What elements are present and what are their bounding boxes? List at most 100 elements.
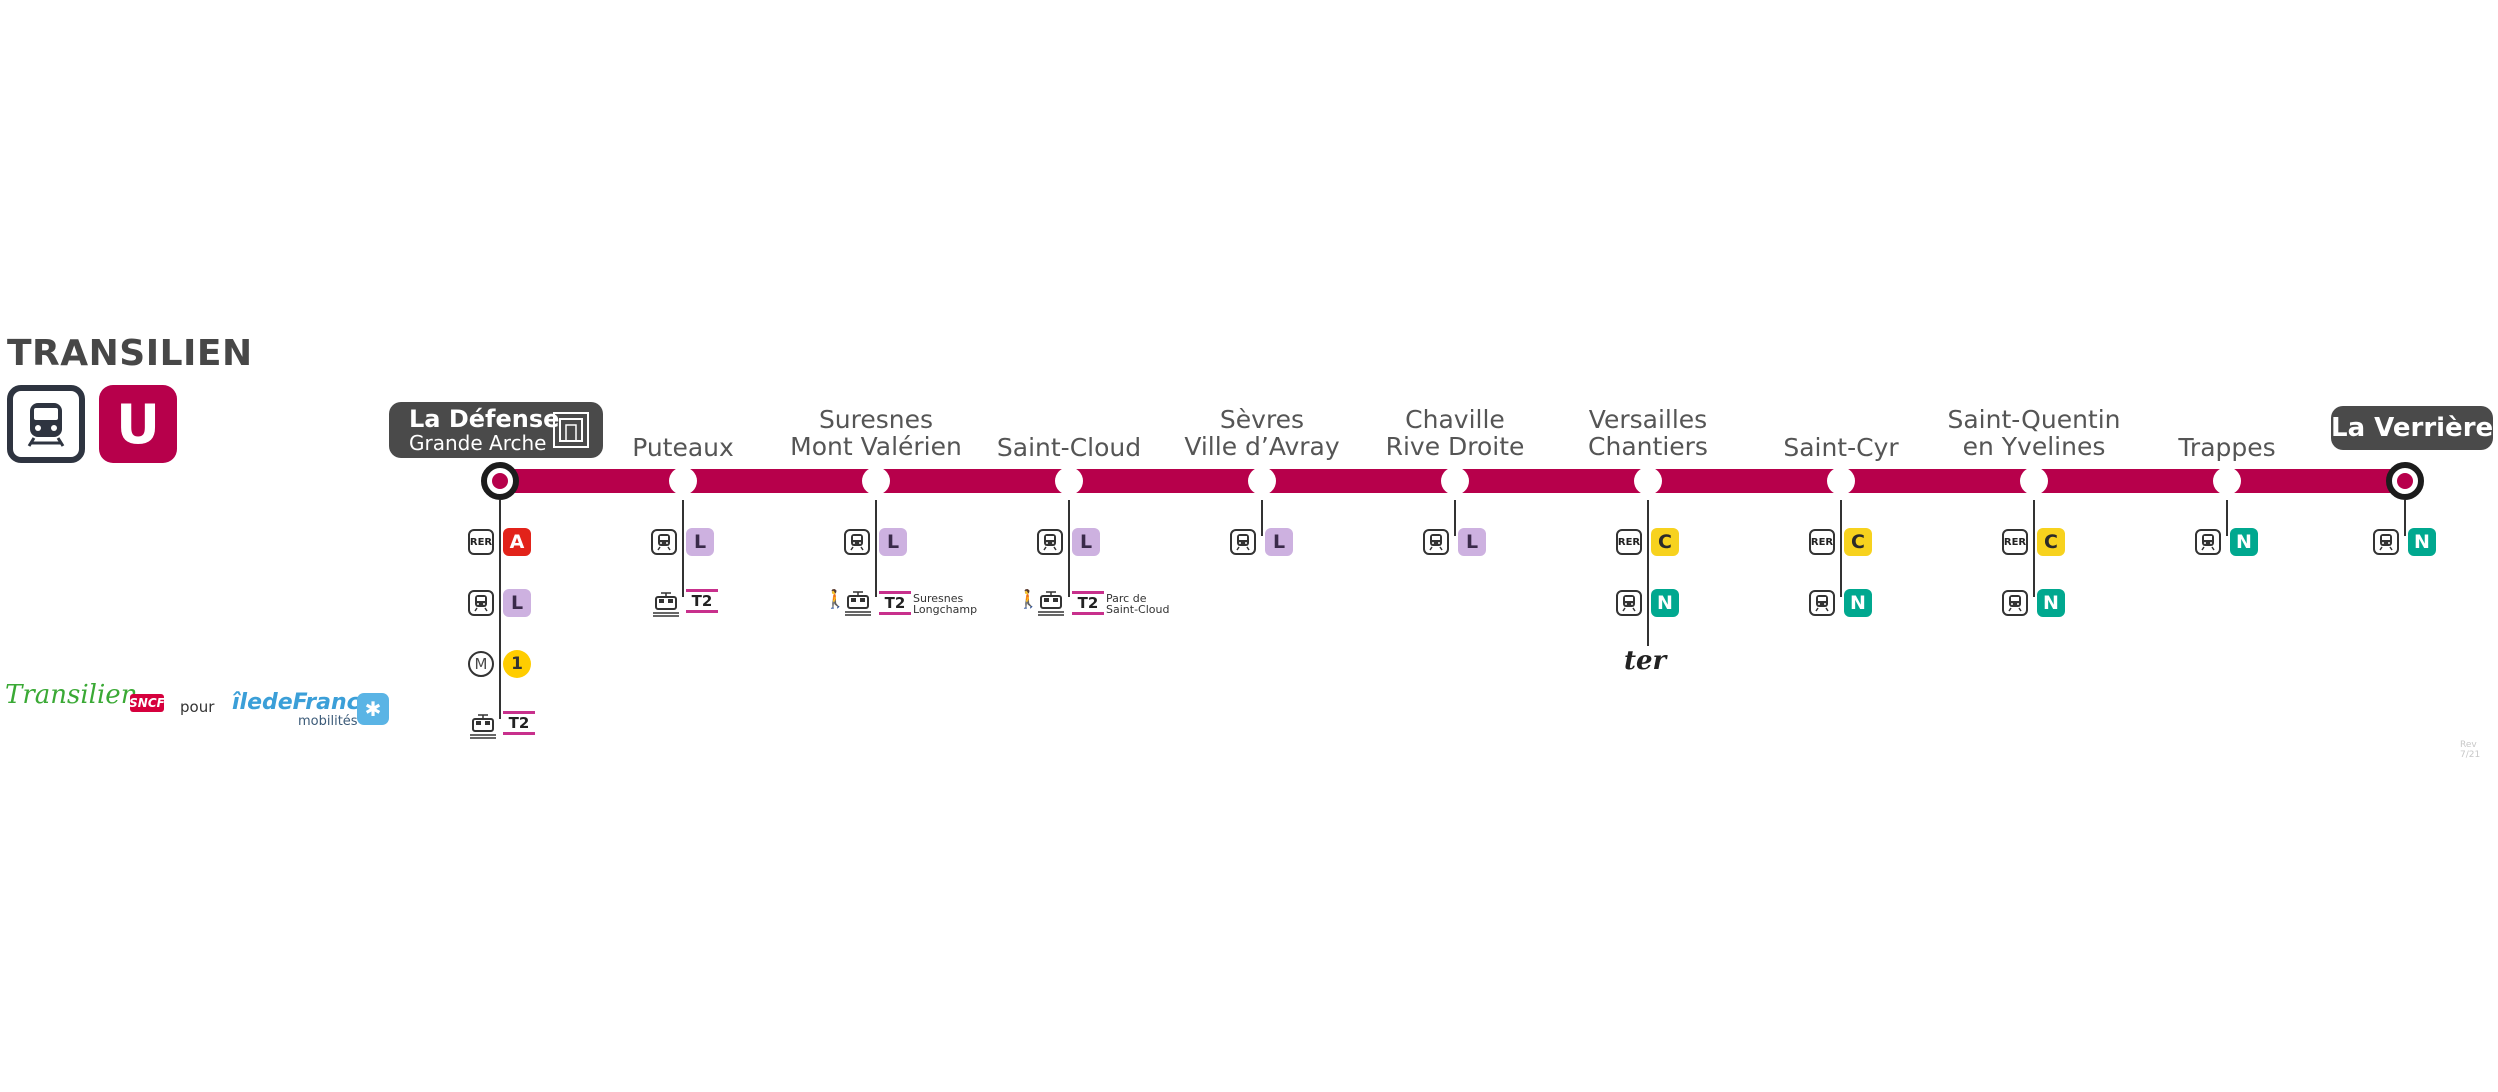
station-name: Saint-Cloud: [939, 434, 1199, 461]
station-dot: [1055, 467, 1083, 495]
station-dot: [1248, 467, 1276, 495]
connection-stem: [1261, 500, 1263, 536]
station-name-line: Saint-Cyr: [1783, 433, 1899, 462]
train-icon: [2002, 590, 2028, 616]
connection-stem: [499, 500, 501, 719]
rer-icon: RER: [2002, 529, 2028, 555]
station-name-line: en Yvelines: [1962, 432, 2106, 461]
connection-note-line: Saint-Cloud: [1106, 603, 1170, 616]
sncf-logo: SNCF: [129, 694, 165, 712]
train-icon: [844, 529, 870, 555]
rer-icon: RER: [1809, 529, 1835, 555]
transilien-logo: Transilien: [5, 680, 138, 710]
line-badge-L: L: [503, 589, 531, 617]
line-badge-N: N: [2408, 528, 2436, 556]
line-badge-L: L: [879, 528, 907, 556]
line-badge-C: C: [2037, 528, 2065, 556]
station-name: Puteaux: [553, 434, 813, 461]
connection-note-line: Parc de: [1106, 592, 1147, 605]
pour-text: pour: [180, 698, 215, 716]
station-dot: [669, 467, 697, 495]
station-name-line: Suresnes: [818, 405, 934, 434]
train-icon: [1230, 529, 1256, 555]
line-badge-N: N: [1844, 589, 1872, 617]
line-badge-L: L: [1458, 528, 1486, 556]
line-badge-N: N: [2037, 589, 2065, 617]
line-badge-1: 1: [503, 650, 531, 678]
connection-stem: [2033, 500, 2035, 597]
station-dot: [2213, 467, 2241, 495]
terminus-name: La Défense: [409, 405, 560, 433]
station-name-line: Mont Valérien: [790, 432, 962, 461]
train-icon: [468, 590, 494, 616]
train-icon: [2373, 529, 2399, 555]
terminus-subname: Grande Arche: [409, 431, 547, 455]
line-badge-T2: T2: [879, 591, 911, 615]
line-badge-T2: T2: [686, 589, 718, 613]
connection-stem: [2404, 500, 2406, 536]
tram-icon: [468, 712, 498, 740]
tram-icon: [651, 590, 681, 618]
connection-stem: [1647, 500, 1649, 658]
line-badge-C: C: [1844, 528, 1872, 556]
connection-stem: [682, 500, 684, 597]
line-badge: U: [99, 385, 177, 463]
tram-icon: [843, 589, 873, 617]
train-icon: [651, 529, 677, 555]
train-icon: [2195, 529, 2221, 555]
rer-icon: RER: [468, 529, 494, 555]
station-dot: [1441, 467, 1469, 495]
idf-mobilites-icon: ✱: [357, 693, 389, 725]
line-badge-N: N: [2230, 528, 2258, 556]
tram-icon: [1036, 589, 1066, 617]
terminus-dot: [481, 462, 519, 500]
station-name: Saint-Cyr: [1711, 434, 1971, 461]
connection-stem: [1454, 500, 1456, 536]
train-icon: [1423, 529, 1449, 555]
walk-icon: 🚶: [824, 589, 847, 610]
connection-stem: [2226, 500, 2228, 536]
metro-icon: M: [468, 651, 494, 677]
station-name-line: Chantiers: [1588, 432, 1708, 461]
connection-note-line: Longchamp: [913, 603, 978, 616]
connection-stem: [875, 500, 877, 597]
line-badge-N: N: [1651, 589, 1679, 617]
station-name: Trappes: [2097, 434, 2357, 461]
idf-mobilites-logo: îledeFrance: [232, 690, 375, 715]
walk-icon: 🚶: [1017, 589, 1040, 610]
station-dot: [862, 467, 890, 495]
station-dot: [1634, 467, 1662, 495]
connection-stem: [1068, 500, 1070, 597]
line-badge-T2: T2: [1072, 591, 1104, 615]
station-dot: [1827, 467, 1855, 495]
train-icon: [1037, 529, 1063, 555]
train-icon: [1616, 590, 1642, 616]
station-name-line: Ville d’Avray: [1184, 432, 1340, 461]
terminus-label: La Verrière: [2331, 406, 2493, 450]
station-name-line: Saint-Quentin: [1947, 405, 2121, 434]
station-name-line: Saint-Cloud: [996, 433, 1142, 462]
revision-credit: Rev 7/21: [2460, 740, 2481, 760]
connection-stem: [1840, 500, 1842, 597]
train-icon: [7, 385, 85, 463]
train-icon: [1809, 590, 1835, 616]
grande-arche-icon: [553, 412, 589, 448]
station-name-line: Puteaux: [632, 433, 734, 462]
line-badge-L: L: [1265, 528, 1293, 556]
terminus-dot: [2386, 462, 2424, 500]
station-name-line: Rive Droite: [1385, 432, 1525, 461]
station-name-line: Sèvres: [1219, 405, 1305, 434]
rer-icon: RER: [1616, 529, 1642, 555]
station-name-line: Versailles: [1588, 405, 1708, 434]
line-badge-T2: T2: [503, 711, 535, 735]
line-badge-A: A: [503, 528, 531, 556]
line-badge-C: C: [1651, 528, 1679, 556]
station-dot: [2020, 467, 2048, 495]
line-badge-L: L: [1072, 528, 1100, 556]
